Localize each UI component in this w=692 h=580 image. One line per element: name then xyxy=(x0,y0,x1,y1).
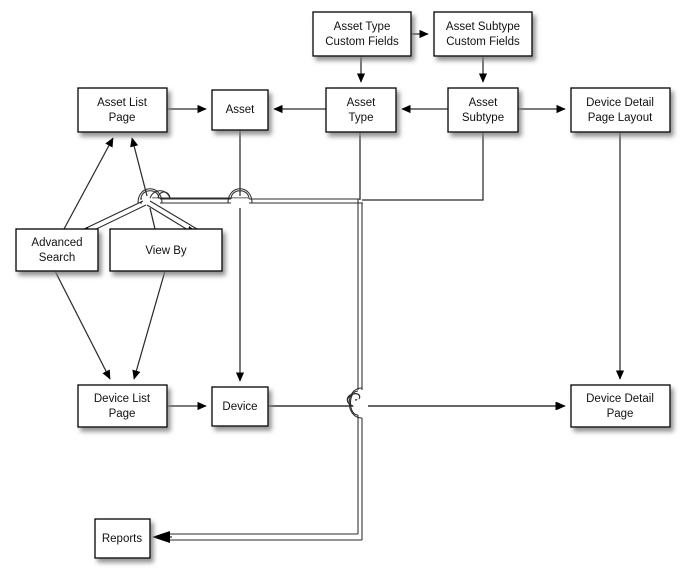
bus-hop-mask-240 xyxy=(231,198,249,204)
node-label-line2: Search xyxy=(39,252,75,264)
edge-asset-subtype-to-bus xyxy=(362,132,484,201)
edge-device-to-ddp xyxy=(268,394,565,406)
bus-branch-viewby-a xyxy=(149,200,198,230)
node-asset-subtype[interactable]: Asset Subtype xyxy=(447,87,519,133)
node-label-line1: Asset List xyxy=(97,97,148,109)
node-label-line2: Page xyxy=(109,408,136,420)
node-label-line1: Asset xyxy=(347,97,377,109)
node-label-line1: Advanced xyxy=(31,237,82,249)
node-label-line1: Asset xyxy=(469,97,499,109)
bus-hop-arc-240-top xyxy=(230,190,250,200)
bus-vertical-hop-right xyxy=(348,387,363,419)
bus-arrowhead-reports xyxy=(152,531,170,543)
node-device-list-page[interactable]: Device List Page xyxy=(77,384,168,428)
node-label-line1: Asset Type xyxy=(334,21,391,33)
bus-hop-mask-150 xyxy=(142,198,160,204)
node-label-line1: Asset xyxy=(226,104,256,116)
bus-vertical-hop-mask xyxy=(357,396,363,416)
node-label-line1: Asset Subtype xyxy=(446,21,520,33)
edge-advsearch-to-alp xyxy=(63,137,114,230)
node-label-line1: Reports xyxy=(102,533,143,545)
node-label-line1: View By xyxy=(145,245,187,257)
node-advanced-search[interactable]: Advanced Search xyxy=(15,228,99,272)
bus-vertical-hop-left xyxy=(349,390,359,416)
node-asset-type[interactable]: Asset Type xyxy=(325,87,397,133)
bus-branch-viewby-b xyxy=(146,204,194,234)
node-label-line1: Device Detail xyxy=(586,393,654,405)
edge-advsearch-to-dlp xyxy=(54,270,111,380)
node-label-line2: Type xyxy=(349,112,374,124)
node-asset-subtype-custom-fields[interactable]: Asset Subtype Custom Fields xyxy=(433,11,533,57)
node-device[interactable]: Device xyxy=(211,386,269,427)
node-label-line2: Page Layout xyxy=(588,112,653,124)
node-asset-list-page[interactable]: Asset List Page xyxy=(77,87,168,133)
nodes-layer: Asset Type Custom Fields Asset Subtype C… xyxy=(15,11,671,559)
node-label-line2: Page xyxy=(607,408,634,420)
double-line-bus xyxy=(68,188,363,543)
node-reports[interactable]: Reports xyxy=(94,518,151,559)
node-label-line2: Custom Fields xyxy=(446,36,520,48)
node-device-detail-page[interactable]: Device Detail Page xyxy=(570,384,671,428)
bus-branch-advanced-search-a xyxy=(81,200,144,231)
bus-hop-arc-150-top xyxy=(140,190,160,200)
edge-viewby-to-dlp xyxy=(132,270,166,380)
edges-layer xyxy=(54,29,625,407)
node-label-line2: Custom Fields xyxy=(325,36,399,48)
node-label-line2: Subtype xyxy=(462,112,504,124)
node-label-line2: Page xyxy=(109,112,136,124)
bus-hop-arc-150-bottom xyxy=(137,188,163,204)
edge-device-to-ddp-hop2 xyxy=(352,393,361,401)
node-device-detail-page-layout[interactable]: Device Detail Page Layout xyxy=(570,87,671,133)
node-view-by[interactable]: View By xyxy=(109,228,223,272)
node-asset[interactable]: Asset xyxy=(211,89,269,131)
edge-viewby-to-alp xyxy=(132,138,156,230)
node-label-line1: Device List xyxy=(94,393,151,405)
edge-device-to-ddp-hop xyxy=(268,393,354,407)
node-label-line1: Device xyxy=(222,401,257,413)
bus-hop-arc-240-bottom xyxy=(227,188,253,204)
node-label-line1: Device Detail xyxy=(586,97,654,109)
node-asset-type-custom-fields[interactable]: Asset Type Custom Fields xyxy=(312,11,412,57)
